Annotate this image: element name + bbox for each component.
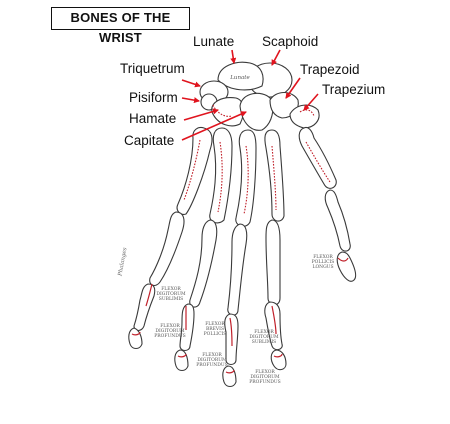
muscle-label-fds-1: FLEXOR DIGITORUM SUBLIMIS — [156, 287, 186, 302]
arrow-lunate — [230, 49, 237, 64]
phalanx-4-distal — [174, 349, 189, 372]
arrow-pisiform — [181, 97, 200, 104]
metacarpal-4 — [209, 127, 233, 224]
label-trapezoid: Trapezoid — [300, 62, 360, 77]
phalanx-5-proximal — [149, 211, 185, 287]
muscle-label-fbp: FLEXOR BREVIS POLLICIS — [203, 322, 227, 337]
phalanx-4-proximal — [189, 219, 218, 308]
label-hamate: Hamate — [129, 111, 177, 126]
metacarpal-3 — [235, 129, 257, 227]
muscle-label-fdp-2: FLEXOR DIGITORUM PROFUNDUS — [196, 353, 228, 368]
capitate-bone — [239, 92, 274, 131]
muscle-label-flp: FLEXOR POLLICIS LONGUS — [311, 255, 335, 270]
trapezium-bone — [289, 104, 320, 129]
phalanx-2-distal — [270, 349, 287, 371]
muscle-label-fdp-3: FLEXOR DIGITORUM PROFUNDUS — [249, 370, 281, 385]
label-capitate: Capitate — [124, 133, 175, 148]
arrow-trapezoid — [285, 77, 301, 99]
phalanx-3-distal — [222, 365, 237, 388]
muscle-label-fds-2: FLEXOR DIGITORUM SUBLIMIS — [249, 330, 279, 345]
lunate-bone-text: Lunate — [229, 75, 250, 81]
phalanx-5-distal — [128, 327, 143, 350]
lunate-bone — [217, 61, 264, 91]
label-scaphoid: Scaphoid — [262, 34, 319, 49]
label-lunate: Lunate — [193, 34, 235, 49]
label-pisiform: Pisiform — [129, 90, 178, 105]
label-trapezium: Trapezium — [322, 82, 386, 97]
phalanx-1-distal — [336, 251, 357, 282]
hamate-bone — [211, 97, 245, 127]
arrow-capitate — [181, 111, 247, 141]
phalanx-4-middle — [179, 303, 195, 352]
label-triquetrum: Triquetrum — [120, 61, 185, 76]
arrow-triquetrum — [181, 79, 201, 88]
metacarpal-2 — [264, 129, 285, 222]
phalanges-text: Phalanges — [117, 247, 128, 277]
arrow-scaphoid — [271, 49, 281, 66]
phalanx-1-proximal — [324, 189, 351, 252]
muscle-label-fdp-1: FLEXOR DIGITORUM PROFUNDUS — [154, 324, 186, 339]
arrow-trapezium — [303, 93, 319, 111]
diagram-title: BONES OF THE WRIST — [51, 7, 190, 45]
phalanx-2-middle — [264, 301, 283, 351]
metacarpal-1 — [298, 126, 337, 189]
phalanx-3-proximal — [227, 223, 248, 316]
phalanx-2-proximal — [265, 219, 281, 306]
arrow-hamate — [183, 108, 219, 121]
